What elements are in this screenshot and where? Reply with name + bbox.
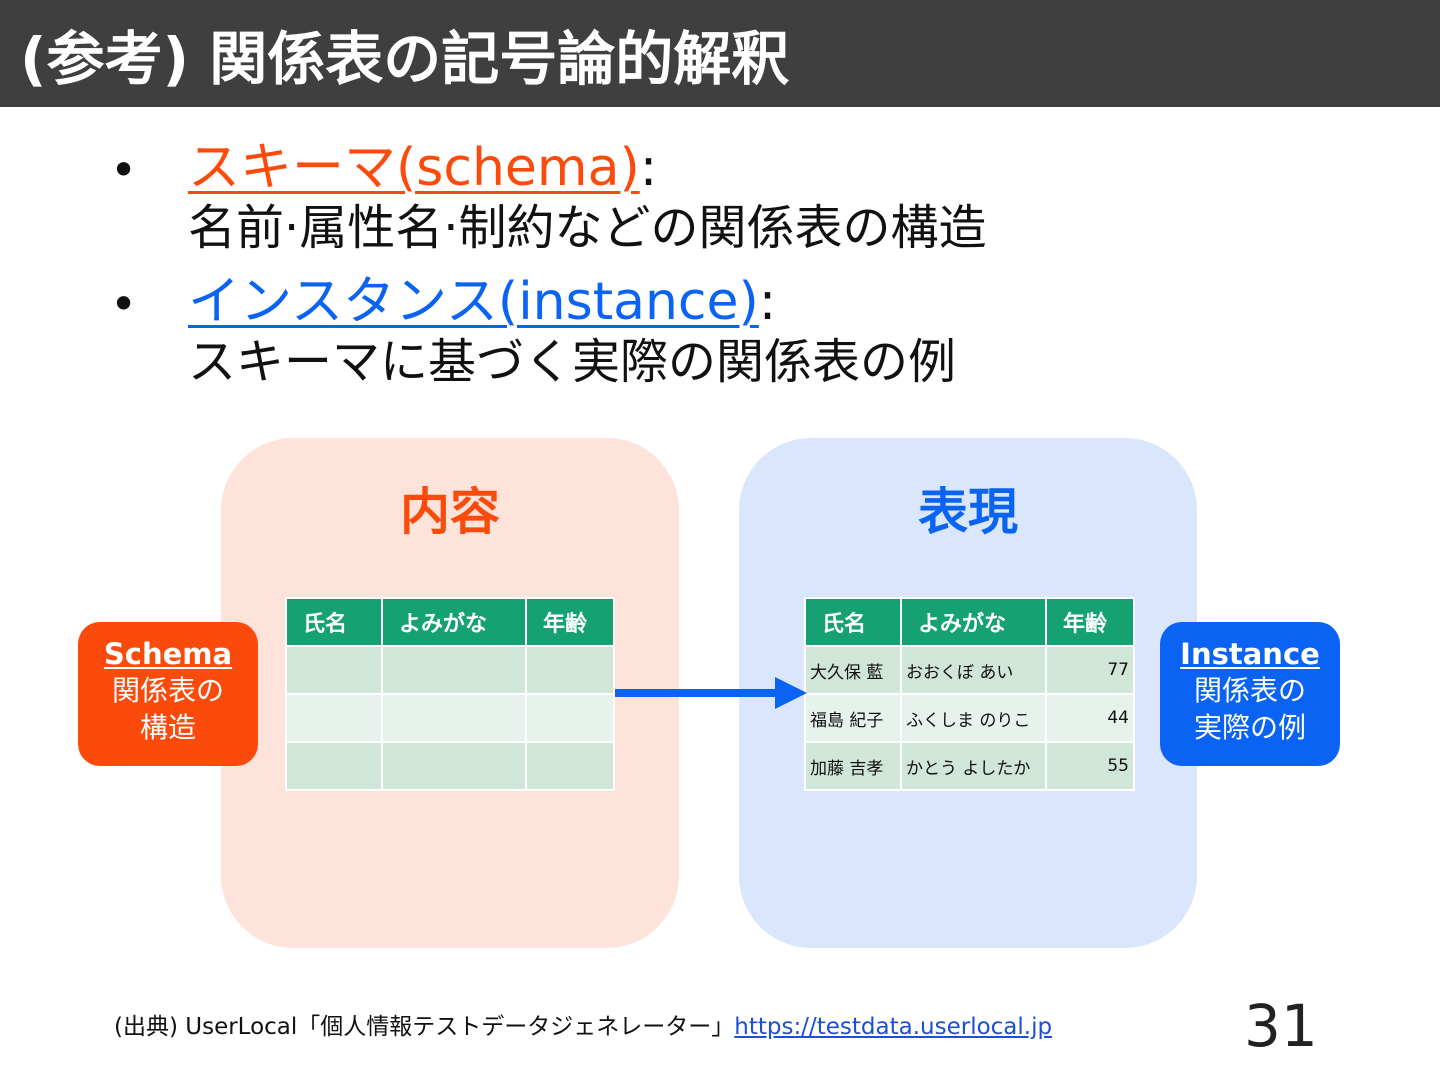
table-cell bbox=[381, 645, 527, 695]
instance-label-line2: 実際の例 bbox=[1193, 711, 1306, 744]
instance-label-head: Instance bbox=[1180, 637, 1320, 671]
instance-table-header-row: 氏名 よみがな 年齢 bbox=[804, 597, 1135, 647]
table-cell bbox=[525, 693, 615, 743]
instance-description: スキーマに基づく実際の関係表の例 bbox=[188, 334, 957, 390]
schema-label-box: Schema 関係表の 構造 bbox=[78, 622, 258, 766]
table-row bbox=[285, 741, 615, 791]
schema-table: 氏名 よみがな 年齢 bbox=[285, 597, 615, 791]
instance-table: 氏名 よみがな 年齢 大久保 藍 おおくぼ あい 77 福島 紀子 ふくしま の… bbox=[804, 597, 1135, 791]
table-row: 福島 紀子 ふくしま のりこ 44 bbox=[804, 693, 1135, 743]
source-citation: (出典) UserLocal「個人情報テストデータジェネレーター」https:/… bbox=[114, 1007, 1052, 1041]
schema-table-header-row: 氏名 よみがな 年齢 bbox=[285, 597, 615, 647]
instance-term: インスタンス(instance) bbox=[188, 272, 759, 332]
schema-description: 名前·属性名·制約などの関係表の構造 bbox=[188, 200, 987, 256]
right-arrow-icon bbox=[615, 677, 807, 709]
schema-header-reading: よみがな bbox=[381, 597, 527, 647]
table-row bbox=[285, 693, 615, 743]
schema-label-head: Schema bbox=[103, 637, 233, 671]
table-cell bbox=[285, 693, 383, 743]
instance-label-box: Instance 関係表の 実際の例 bbox=[1160, 622, 1340, 766]
schema-header-name: 氏名 bbox=[285, 597, 383, 647]
bullet-dot: • bbox=[110, 143, 138, 197]
table-cell bbox=[285, 741, 383, 791]
table-row bbox=[285, 645, 615, 695]
table-row: 大久保 藍 おおくぼ あい 77 bbox=[804, 645, 1135, 695]
bullet-colon: : bbox=[758, 272, 777, 332]
bullet-schema-head: スキーマ(schema): bbox=[188, 138, 1310, 198]
instance-header-name: 氏名 bbox=[804, 597, 902, 647]
cell-age: 55 bbox=[1045, 741, 1135, 791]
schema-label-line1: 関係表の bbox=[111, 674, 224, 707]
page-number: 31 bbox=[1244, 992, 1318, 1060]
table-row: 加藤 吉孝 かとう よしたか 55 bbox=[804, 741, 1135, 791]
schema-label-line2: 構造 bbox=[139, 711, 196, 744]
schema-term: スキーマ(schema) bbox=[188, 138, 640, 198]
instance-header-reading: よみがな bbox=[900, 597, 1047, 647]
table-cell bbox=[285, 645, 383, 695]
bullet-instance: • インスタンス(instance): スキーマに基づく実際の関係表の例 bbox=[110, 272, 1310, 392]
representation-panel-title: 表現 bbox=[918, 483, 1018, 541]
table-cell bbox=[525, 741, 615, 791]
cell-age: 44 bbox=[1045, 693, 1135, 743]
cell-reading: おおくぼ あい bbox=[900, 645, 1047, 695]
cell-reading: かとう よしたか bbox=[900, 741, 1047, 791]
cell-name: 加藤 吉孝 bbox=[804, 741, 902, 791]
source-prefix: (出典) UserLocal「個人情報テストデータジェネレーター」 bbox=[114, 1014, 735, 1040]
bullet-list: • スキーマ(schema): 名前·属性名·制約などの関係表の構造 • インス… bbox=[110, 138, 1310, 406]
instance-label-line1: 関係表の bbox=[1193, 674, 1306, 707]
bullet-schema: • スキーマ(schema): 名前·属性名·制約などの関係表の構造 bbox=[110, 138, 1310, 258]
bullet-instance-head: インスタンス(instance): bbox=[188, 272, 1310, 332]
title-bar: (参考) 関係表の記号論的解釈 bbox=[0, 0, 1440, 107]
cell-age: 77 bbox=[1045, 645, 1135, 695]
content-panel-title: 内容 bbox=[400, 483, 500, 541]
cell-reading: ふくしま のりこ bbox=[900, 693, 1047, 743]
bullet-dot: • bbox=[110, 277, 138, 331]
bullet-colon: : bbox=[639, 138, 658, 198]
cell-name: 福島 紀子 bbox=[804, 693, 902, 743]
instance-header-age: 年齢 bbox=[1045, 597, 1135, 647]
slide-title: (参考) 関係表の記号論的解釈 bbox=[20, 25, 790, 93]
table-cell bbox=[381, 741, 527, 791]
source-link[interactable]: https://testdata.userlocal.jp bbox=[734, 1014, 1053, 1040]
table-cell bbox=[381, 693, 527, 743]
cell-name: 大久保 藍 bbox=[804, 645, 902, 695]
schema-header-age: 年齢 bbox=[525, 597, 615, 647]
table-cell bbox=[525, 645, 615, 695]
